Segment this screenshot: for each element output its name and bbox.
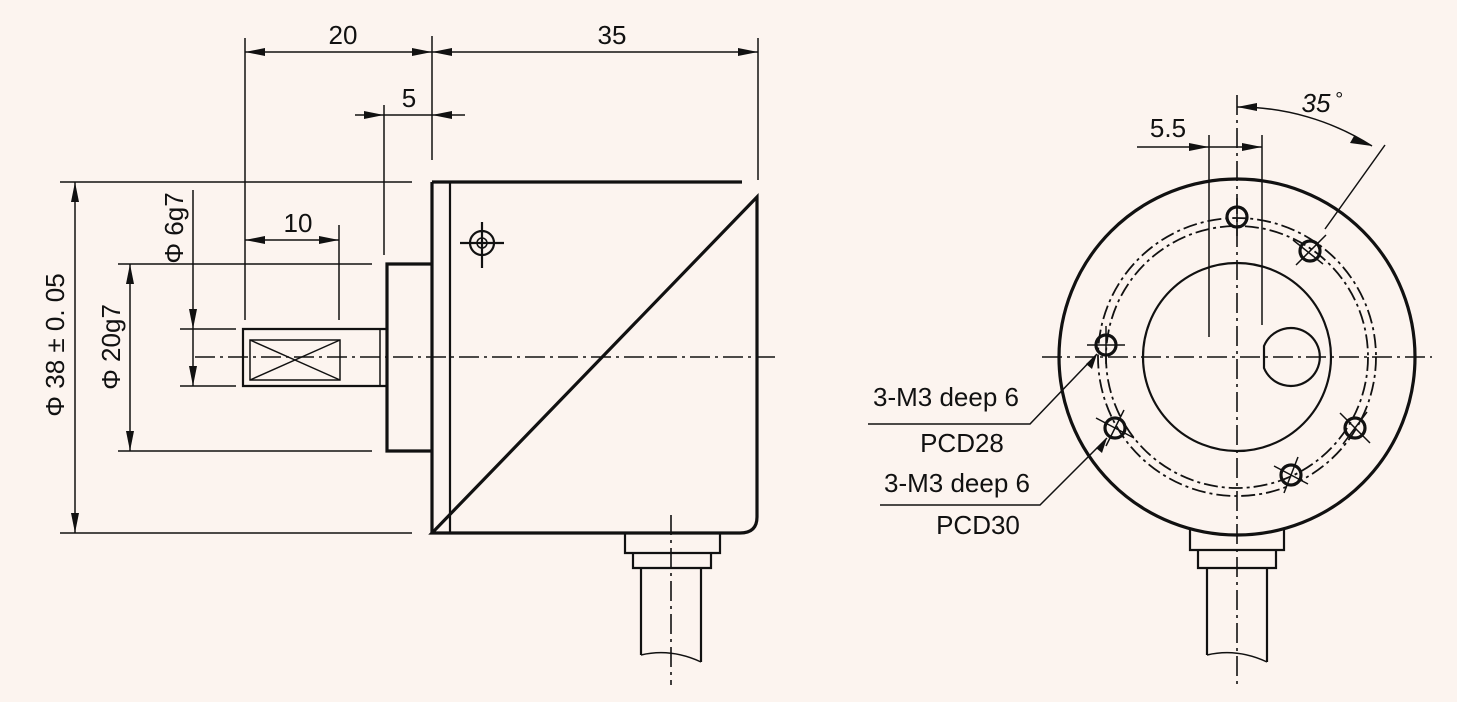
hole-bottom bbox=[1273, 456, 1309, 494]
hole-lower-right bbox=[1339, 411, 1371, 445]
screw-symbol bbox=[460, 222, 504, 268]
dim-label-body-diameter: Φ 38 ± 0. 05 bbox=[40, 273, 70, 416]
callout-pcd28: 3-M3 deep 6 PCD28 bbox=[868, 353, 1098, 458]
callout-pcd28-spec: 3-M3 deep 6 bbox=[873, 382, 1019, 412]
cable-side bbox=[623, 515, 722, 685]
dim-shaft-diameter: Φ 6g7 bbox=[159, 190, 197, 386]
shaft-flat-circle bbox=[1262, 326, 1321, 388]
hole-top bbox=[1225, 198, 1249, 236]
dim-label-10: 10 bbox=[284, 208, 313, 238]
callout-pcd28-label: PCD28 bbox=[920, 428, 1004, 458]
dim-label-shaft-diameter: Φ 6g7 bbox=[159, 192, 189, 263]
dim-flange-width: 5 bbox=[355, 83, 465, 119]
dim-label-20: 20 bbox=[329, 20, 358, 50]
dim-spigot-diameter: Φ 20g7 bbox=[96, 264, 134, 451]
mounting-holes bbox=[1087, 198, 1371, 494]
dim-label-spigot-diameter: Φ 20g7 bbox=[96, 304, 126, 390]
dim-flat-width: 5.5 bbox=[1137, 113, 1263, 337]
dim-label-35: 35 bbox=[598, 20, 627, 50]
dim-shaft-length: 20 bbox=[245, 20, 432, 56]
dim-label-5: 5 bbox=[402, 83, 416, 113]
dim-body-diameter: Φ 38 ± 0. 05 bbox=[40, 182, 79, 533]
dim-body-length: 35 bbox=[432, 20, 758, 56]
front-view: 5.5 35° 3-M3 deep 6 PCD28 3-M3 deep 6 PC… bbox=[868, 88, 1432, 688]
callout-pcd30: 3-M3 deep 6 PCD30 bbox=[880, 437, 1108, 540]
hole-upper-right bbox=[1292, 234, 1327, 266]
dim-angle: 35° bbox=[1236, 88, 1386, 230]
dim-label-5-5: 5.5 bbox=[1150, 113, 1186, 143]
dim-flat-length: 10 bbox=[245, 208, 339, 244]
callout-pcd30-spec: 3-M3 deep 6 bbox=[884, 468, 1030, 498]
side-view: 20 35 5 10 Φ 38 ± 0. 05 bbox=[40, 20, 775, 685]
hole-lower-left bbox=[1095, 409, 1135, 447]
hole-left bbox=[1087, 326, 1125, 364]
dim-label-35-deg: 35° bbox=[1302, 88, 1343, 118]
callout-pcd30-label: PCD30 bbox=[936, 510, 1020, 540]
